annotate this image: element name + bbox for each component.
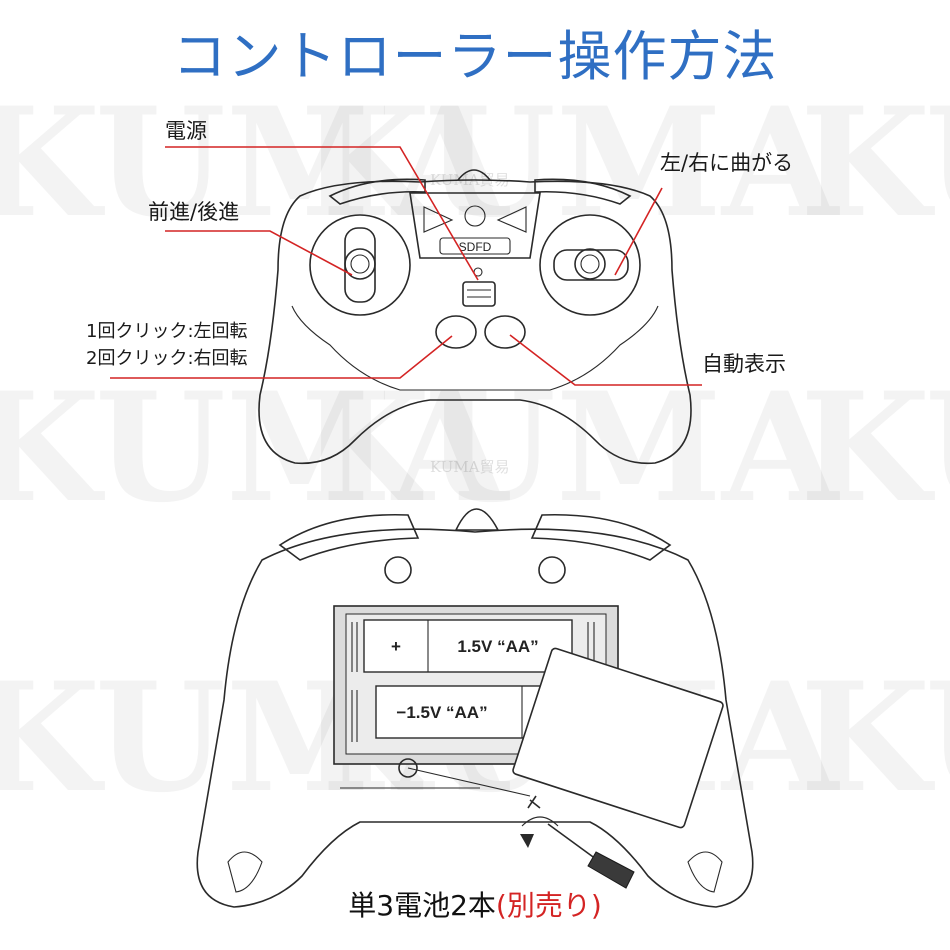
screw-hole <box>538 556 566 584</box>
callout-lines <box>110 146 702 386</box>
watermark-text: KUMA <box>0 75 511 251</box>
back-body <box>196 528 754 908</box>
callout-rotate <box>110 335 453 379</box>
left-shoulder <box>328 178 426 205</box>
battery-bottom-label: −1.5V “AA” <box>396 703 487 722</box>
screw-icon <box>527 795 541 809</box>
right-stick-housing <box>539 214 641 316</box>
logo-text: SDFD <box>459 240 492 254</box>
rotate-button[interactable] <box>435 315 477 349</box>
grip-detail <box>687 851 723 893</box>
callout-power <box>165 146 479 281</box>
latch-guide <box>407 767 531 797</box>
label-rotate-right: 2回クリック:右回転 <box>86 348 248 369</box>
logo-plate <box>439 237 511 255</box>
watermark-text: KUMA <box>300 360 841 536</box>
left-stick-cap <box>350 254 370 274</box>
screw-hole <box>384 556 412 584</box>
left-stick-knob[interactable] <box>344 248 376 280</box>
callout-turn <box>614 187 663 276</box>
screwdriver-shaft <box>547 823 601 863</box>
controller-body <box>258 179 692 465</box>
battery-caption: 単3電池2本(別売り) <box>0 888 950 924</box>
watermark-text: KUMA <box>800 360 950 536</box>
watermark-text: KUMA <box>300 75 841 251</box>
logo-emblem <box>464 205 486 227</box>
watermark-text: KUMA <box>0 360 511 536</box>
battery-cover[interactable] <box>512 647 724 829</box>
controller-back: + 1.5V “AA” −1.5V “AA” <box>196 508 754 908</box>
left-trigger <box>278 513 420 561</box>
right-trigger <box>530 513 672 561</box>
callout-forward-back <box>165 230 353 276</box>
label-rotate-left: 1回クリック:左回転 <box>86 321 248 342</box>
arrow-head <box>520 834 534 848</box>
antenna-nub <box>457 169 491 181</box>
battery-top <box>363 619 573 673</box>
right-stick-cap <box>580 254 600 274</box>
label-power: 電源 <box>165 119 207 143</box>
caption-note: (別売り) <box>495 889 602 922</box>
label-turn: 左/右に曲がる <box>660 151 794 175</box>
battery-top-label: 1.5V “AA” <box>457 637 538 656</box>
watermark-small: KUMA貿易 <box>430 458 510 476</box>
screwdriver-handle <box>587 851 635 889</box>
battery-plus-sign: + <box>391 637 401 656</box>
page-title: コントローラー操作方法 <box>172 25 778 88</box>
auto-demo-button[interactable] <box>484 315 526 349</box>
watermark-layer: KUMA KUMA KUMA KUMA KUMA KUMA KUMA KUMA … <box>0 75 950 826</box>
label-auto-demo: 自動表示 <box>702 352 786 376</box>
right-stick-track <box>553 249 629 281</box>
display-panel <box>409 192 541 259</box>
callout-auto-demo <box>509 334 702 386</box>
power-switch[interactable] <box>462 281 496 307</box>
watermark-text: KUMA <box>800 75 950 251</box>
controller-front: SDFD <box>258 169 692 465</box>
right-shoulder <box>534 178 632 205</box>
grip-detail <box>227 851 263 893</box>
label-forward-back: 前進/後進 <box>148 200 240 224</box>
cover-latch <box>398 758 418 778</box>
caption-main: 単3電池2本 <box>348 889 496 922</box>
watermark-text: KUMA <box>800 650 950 826</box>
rotation-arrow <box>521 816 559 827</box>
left-stick-housing <box>309 214 411 316</box>
body-inner-line <box>291 305 659 391</box>
right-stick-knob[interactable] <box>574 248 606 280</box>
logo-wings <box>423 206 527 233</box>
